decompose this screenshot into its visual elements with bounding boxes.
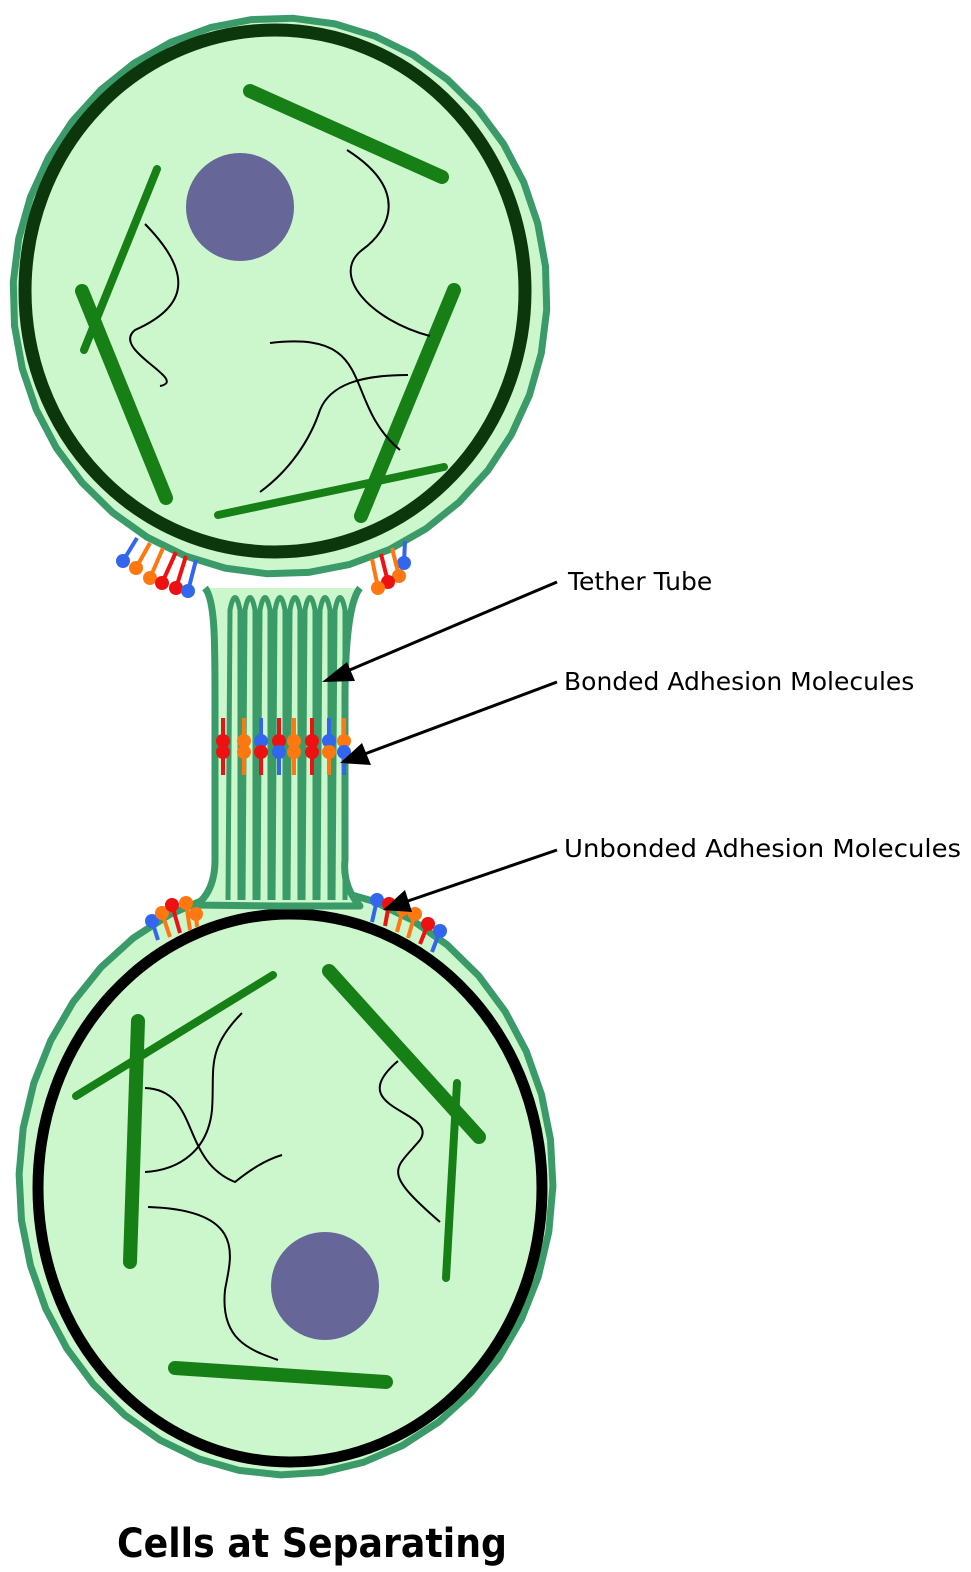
diagram-title: Cells at Separating — [117, 1521, 507, 1567]
label-bonded-adhesion-molecules: Bonded Adhesion Molecules — [564, 667, 914, 696]
molecule-head — [165, 898, 179, 912]
molecule-head — [179, 896, 193, 910]
label-unbonded-adhesion-molecules: Unbonded Adhesion Molecules — [564, 834, 961, 863]
molecule-head — [433, 924, 447, 938]
molecule-head — [155, 576, 169, 590]
arrow-line — [405, 850, 557, 902]
arrow-line — [345, 582, 557, 672]
molecule-head — [129, 561, 143, 575]
molecule-head — [169, 581, 183, 595]
actin-filament — [130, 1021, 138, 1262]
bottom-cell — [19, 885, 553, 1475]
top-cell-nucleus — [186, 153, 294, 261]
arrow-line — [362, 682, 557, 755]
bottom-cell-nucleus — [271, 1232, 379, 1340]
annotation-arrows — [322, 582, 557, 912]
molecule-head — [305, 745, 319, 759]
molecule-head — [287, 745, 301, 759]
molecule-head — [237, 745, 251, 759]
molecule-head — [216, 745, 230, 759]
bottom-cell-membrane — [19, 885, 553, 1475]
arrow-unbonded — [383, 850, 557, 912]
molecule-head — [370, 893, 384, 907]
molecule-head — [322, 745, 336, 759]
molecule-head — [116, 554, 130, 568]
label-tether-tube: Tether Tube — [567, 567, 712, 596]
molecule-head — [181, 584, 195, 598]
molecule-head — [421, 917, 435, 931]
arrow-bonded — [340, 682, 557, 765]
molecule-head — [397, 556, 411, 570]
molecule-head — [371, 581, 385, 595]
molecule-head — [189, 907, 203, 921]
molecule-head — [143, 571, 157, 585]
molecule-head — [272, 745, 286, 759]
molecule-head — [254, 745, 268, 759]
top-cell — [13, 18, 546, 573]
